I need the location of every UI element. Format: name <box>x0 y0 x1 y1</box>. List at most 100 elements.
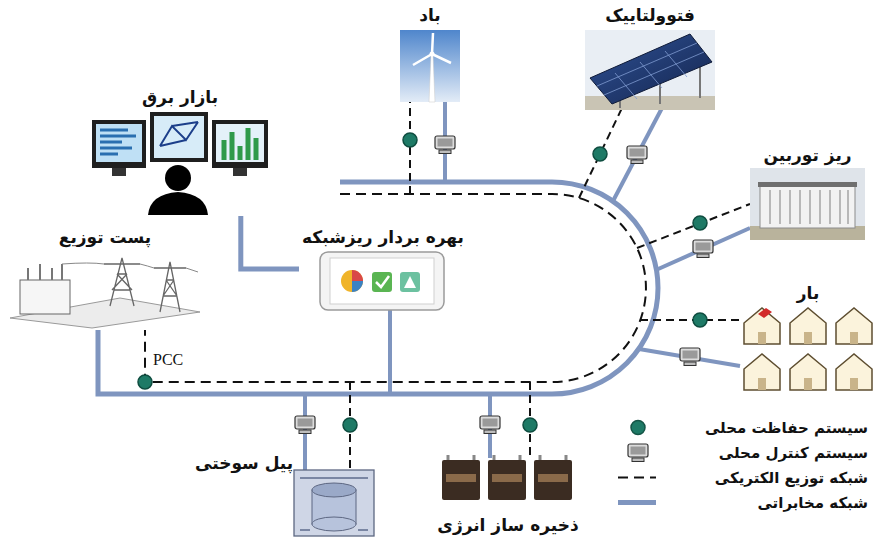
monitor-stand <box>233 168 247 176</box>
legend-row: سیستم کنترل محلی <box>612 440 868 465</box>
wind-tower <box>429 55 435 102</box>
monitor-screen <box>216 124 264 162</box>
control-computer <box>693 240 713 258</box>
turbine-sky <box>750 168 865 240</box>
pv-panel <box>590 34 712 104</box>
control-computer <box>435 136 455 154</box>
tablet-check <box>376 276 389 287</box>
tablet-pie <box>341 270 363 292</box>
legend-swatch <box>631 421 645 435</box>
legend-swatch-holder <box>612 440 656 465</box>
house <box>836 308 872 344</box>
control-computer <box>627 146 647 164</box>
pv-grid <box>597 43 704 99</box>
component-node: پست توزیع <box>5 226 205 330</box>
battery <box>534 460 572 500</box>
house-roof-mark <box>758 308 772 318</box>
component-node: بار <box>738 282 878 394</box>
legend: سیستم حفاظت محلی سیستم کنترل محلی شبکه توز… <box>612 415 868 515</box>
component-label: باد <box>419 4 441 26</box>
monitor-chart <box>100 130 136 154</box>
legend-label: سیستم کنترل محلی <box>656 444 868 462</box>
tablet-icon-mark <box>404 276 416 288</box>
turbine-roof <box>758 182 857 187</box>
component-label: ذخیره ساز انرژی <box>437 514 578 536</box>
fuel-cell-base <box>312 517 356 531</box>
control-computer <box>295 416 315 434</box>
substation-building <box>20 280 70 314</box>
component-node: بهره بردار ریزشبکه <box>299 226 467 312</box>
component-node: ریز توربین <box>745 144 870 242</box>
legend-label: شبکه مخابراتی <box>656 494 868 512</box>
substation-equipment <box>28 264 62 280</box>
tablet-icon <box>400 272 420 292</box>
transmission-wires <box>62 263 198 272</box>
house <box>836 354 872 390</box>
protection-dot <box>343 418 357 432</box>
user-body <box>148 192 208 215</box>
pcc-label: PCC <box>153 351 183 368</box>
component-node: پیل سوختی <box>195 444 377 540</box>
protection-dot <box>403 133 417 147</box>
monitor-bars <box>224 128 256 160</box>
monitor <box>150 112 208 162</box>
battery <box>442 460 480 500</box>
label-holder: PCC <box>153 350 183 370</box>
legend-sample <box>628 444 648 462</box>
protection-dot <box>593 147 607 161</box>
monitor-screen <box>96 124 142 162</box>
house <box>790 308 826 344</box>
monitor <box>92 120 146 168</box>
battery <box>488 460 526 500</box>
protection-dot <box>523 418 537 432</box>
control-computer <box>680 348 700 366</box>
fuel-cell-top <box>312 483 356 497</box>
communication-branch <box>639 349 740 366</box>
component-label: بار <box>797 282 820 304</box>
turbine-building <box>760 186 855 228</box>
protection-dot <box>693 313 707 327</box>
legend-row: سیستم حفاظت محلی <box>612 415 868 440</box>
transmission-tower <box>104 258 140 306</box>
user-head <box>165 165 191 191</box>
fuel-cell-pipes <box>300 478 368 530</box>
communication-branch <box>388 310 392 394</box>
distribution-branch <box>579 108 622 198</box>
component-label: پیل سوختی <box>195 452 293 474</box>
tablet-pie-slice <box>352 281 363 292</box>
legend-label: سیستم حفاظت محلی <box>656 419 868 437</box>
communication-branch <box>613 108 662 201</box>
battery-strip <box>538 474 568 482</box>
tablet-screen <box>330 258 434 304</box>
distribution-branch <box>409 102 411 194</box>
tablet-pie-slice <box>352 270 363 281</box>
tablet-icon <box>372 272 392 292</box>
wind-hub <box>430 52 435 57</box>
house <box>744 354 780 390</box>
component-node: باد <box>395 4 465 104</box>
component-label: فتوولتاییک <box>605 4 695 26</box>
protection-dot <box>693 216 707 230</box>
turbine-fins <box>770 190 848 224</box>
fuel-cell-housing <box>294 470 374 536</box>
legend-sample <box>618 477 656 479</box>
communication-link <box>241 216 299 269</box>
legend-label: شبکه توزیع الکتریکی <box>656 469 868 487</box>
legend-row: شبکه مخابراتی <box>612 490 868 515</box>
component-label: پست توزیع <box>59 226 151 248</box>
pcc-dot <box>138 375 152 389</box>
battery-strip <box>492 474 522 482</box>
component-label: ریز توربین <box>763 144 851 166</box>
legend-swatch-holder <box>612 490 656 515</box>
monitor-screen <box>154 116 204 158</box>
wind-blades <box>413 33 451 65</box>
communication-branch <box>656 228 750 270</box>
house <box>744 308 780 344</box>
pv-sky <box>585 30 715 110</box>
monitor <box>212 120 268 168</box>
component-node: بازار برق <box>85 86 275 216</box>
